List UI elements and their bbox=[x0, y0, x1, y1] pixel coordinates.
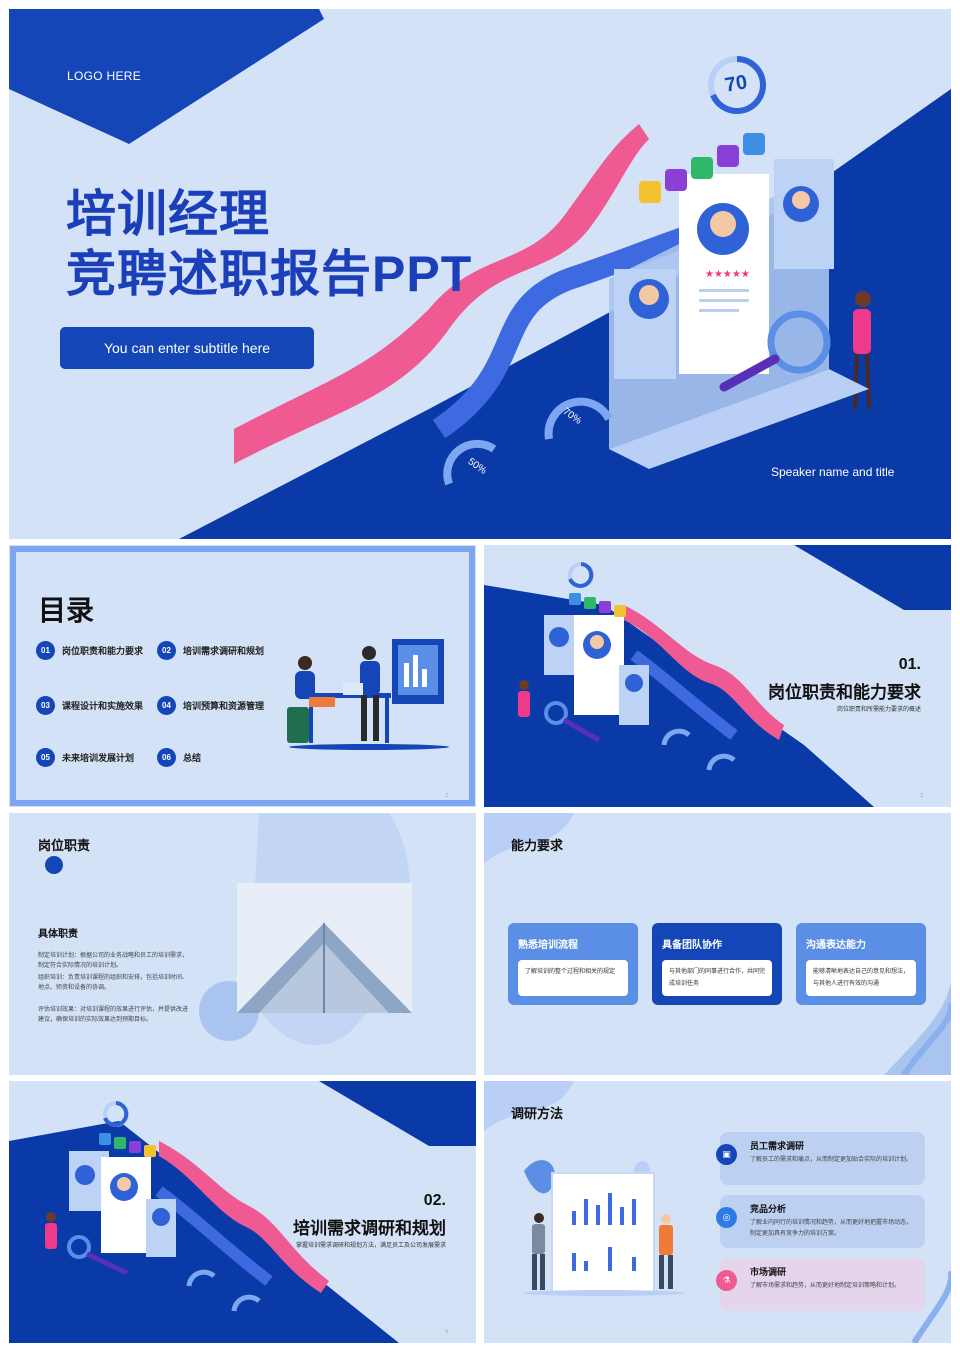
card-title: 沟通表达能力 bbox=[806, 940, 866, 951]
toc-num: 03 bbox=[36, 696, 55, 715]
speaker-text: Speaker name and title bbox=[771, 465, 895, 479]
toc-label: 未来培训发展计划 bbox=[62, 753, 135, 763]
toc-item-03[interactable]: 03 课程设计和实施效果 bbox=[36, 696, 143, 715]
section2-slide: 02. 培训需求调研和规划 掌握培训需求调研和规划方法，满足员工及公司发展需求 … bbox=[9, 1081, 476, 1343]
method-title: 员工需求调研 bbox=[750, 1141, 805, 1151]
abilities-slide: 能力要求 熟悉培训流程 了解培训的整个过程和相关的规定 具备团队协作 与其他部门… bbox=[484, 813, 951, 1075]
duties-subtitle: 具体职责 bbox=[38, 929, 78, 940]
toc-label: 培训需求调研和规划 bbox=[183, 646, 265, 656]
method-competitor-analysis: ◎ 竞品分析 了解业内同行的培训情况和趋势，从而更好地把握市场动态，制定更加具有… bbox=[716, 1195, 925, 1248]
toc-slide: 目录 01 岗位职责和能力要求 02 培训需求调研和规划 03 课程设计和实施效… bbox=[9, 545, 476, 807]
toc-frame bbox=[10, 546, 475, 806]
target-icon: ◎ bbox=[716, 1207, 737, 1228]
cover-title-line2: 竞聘述职报告PPT bbox=[66, 246, 473, 302]
image-icon: ▣ bbox=[716, 1144, 737, 1165]
card-body: 了解培训的整个过程和相关的规定 bbox=[518, 960, 628, 996]
page-number: 3 bbox=[920, 793, 923, 799]
section-description: 掌握培训需求调研和规划方法，满足员工及公司发展需求 bbox=[295, 1243, 446, 1249]
method-employee-survey: ▣ 员工需求调研 了解员工的需求和痛点，从而制定更加贴合实际的培训计划。 bbox=[716, 1132, 925, 1185]
cover-title-line1: 培训经理 bbox=[66, 186, 270, 242]
toc-num: 05 bbox=[36, 748, 55, 767]
section1-slide: 01. 岗位职责和能力要求 岗位职责和所需能力要求的概述 3 bbox=[484, 545, 951, 807]
toc-title: 目录 bbox=[38, 595, 95, 626]
section-title: 培训需求调研和规划 bbox=[293, 1219, 446, 1238]
section-description: 岗位职责和所需能力要求的概述 bbox=[836, 707, 921, 713]
toc-num: 02 bbox=[157, 641, 176, 660]
abilities-background bbox=[484, 813, 951, 1075]
card-title: 具备团队协作 bbox=[662, 940, 722, 951]
method-desc: 了解员工的需求和痛点，从而制定更加贴合实际的培训计划。 bbox=[750, 1157, 913, 1163]
cover-background: ★★★★★ bbox=[9, 9, 951, 539]
duties-slide: 岗位职责 具体职责 制定培训计划：根据公司的业务战略和员工的培训需求，制定符合实… bbox=[9, 813, 476, 1075]
gauge-70-label: 70 bbox=[723, 71, 749, 97]
toc-num: 01 bbox=[36, 641, 55, 660]
logo-text: LOGO HERE bbox=[67, 69, 142, 83]
abilities-title: 能力要求 bbox=[511, 838, 564, 853]
section-number: 01. bbox=[898, 656, 921, 673]
duties-title: 岗位职责 bbox=[38, 838, 91, 853]
method-title: 竞品分析 bbox=[750, 1204, 787, 1214]
method-title: 市场调研 bbox=[750, 1267, 787, 1277]
methods-slide: 调研方法 ▣ 员工需求调研 了解员工的需求和痛点，从而制定更加贴合实际的培训计划… bbox=[484, 1081, 951, 1343]
method-desc: 了解市场需求和趋势，从而更好地制定培训策略和计划。 bbox=[750, 1283, 901, 1289]
toc-item-04[interactable]: 04 培训预算和资源管理 bbox=[157, 696, 264, 715]
ability-card-communication: 沟通表达能力 能够清晰地表达自己的意见和想法，与其他人进行有效的沟通 bbox=[796, 923, 926, 1005]
section-number: 02. bbox=[423, 1192, 446, 1209]
card-title: 熟悉培训流程 bbox=[518, 940, 578, 951]
toc-label: 培训预算和资源管理 bbox=[183, 701, 265, 711]
ability-card-teamwork: 具备团队协作 与其他部门的同事进行合作，共同完成培训任务 bbox=[652, 923, 782, 1005]
toc-num: 06 bbox=[157, 748, 176, 767]
duties-background bbox=[45, 813, 412, 1046]
section-title: 岗位职责和能力要求 bbox=[768, 683, 921, 702]
section1-background bbox=[484, 545, 951, 807]
card-body: 能够清晰地表达自己的意见和想法，与其他人进行有效的沟通 bbox=[806, 960, 916, 996]
toc-item-01[interactable]: 01 岗位职责和能力要求 bbox=[36, 641, 143, 660]
duty-evaluate: 评估培训效果：对培训课程的效果进行评估，并提供改进建议，确保培训的实际效果达到预… bbox=[38, 1007, 189, 1023]
toc-item-06[interactable]: 06 总结 bbox=[157, 748, 201, 767]
section2-background bbox=[9, 1081, 476, 1343]
svg-text:★★★★★: ★★★★★ bbox=[705, 269, 750, 280]
toc-label: 岗位职责和能力要求 bbox=[62, 646, 144, 656]
page-number: 7 bbox=[920, 1329, 923, 1335]
card-body: 与其他部门的同事进行合作，共同完成培训任务 bbox=[662, 960, 772, 996]
ability-card-process: 熟悉培训流程 了解培训的整个过程和相关的规定 bbox=[508, 923, 638, 1005]
toc-label: 总结 bbox=[183, 753, 202, 763]
duty-plan: 制定培训计划：根据公司的业务战略和员工的培训需求，制定符合实际情况的培训计划。 bbox=[38, 953, 189, 969]
toc-item-02[interactable]: 02 培训需求调研和规划 bbox=[157, 641, 264, 660]
toc-item-05[interactable]: 05 未来培训发展计划 bbox=[36, 748, 134, 767]
method-market-research: ⚗ 市场调研 了解市场需求和趋势，从而更好地制定培训策略和计划。 bbox=[716, 1258, 925, 1311]
toc-num: 04 bbox=[157, 696, 176, 715]
flask-icon: ⚗ bbox=[716, 1270, 737, 1291]
page-number: 6 bbox=[445, 1329, 448, 1335]
duty-organize: 组织培训：负责培训课程的组织和安排，包括培训时间、地点、师资和设备的协调。 bbox=[38, 975, 189, 991]
page-number: 2 bbox=[445, 793, 448, 799]
subtitle-button[interactable]: You can enter subtitle here bbox=[60, 327, 314, 369]
cover-slide: ★★★★★ LOGO HERE 培训经理 竞聘述职报告PPT You can e… bbox=[9, 9, 951, 539]
toc-label: 课程设计和实施效果 bbox=[62, 701, 144, 711]
methods-background bbox=[484, 1081, 951, 1343]
method-desc: 了解业内同行的培训情况和趋势，从而更好地把握市场动态，制定更加具有竞争力的培训方… bbox=[750, 1220, 913, 1237]
methods-title: 调研方法 bbox=[511, 1106, 564, 1121]
